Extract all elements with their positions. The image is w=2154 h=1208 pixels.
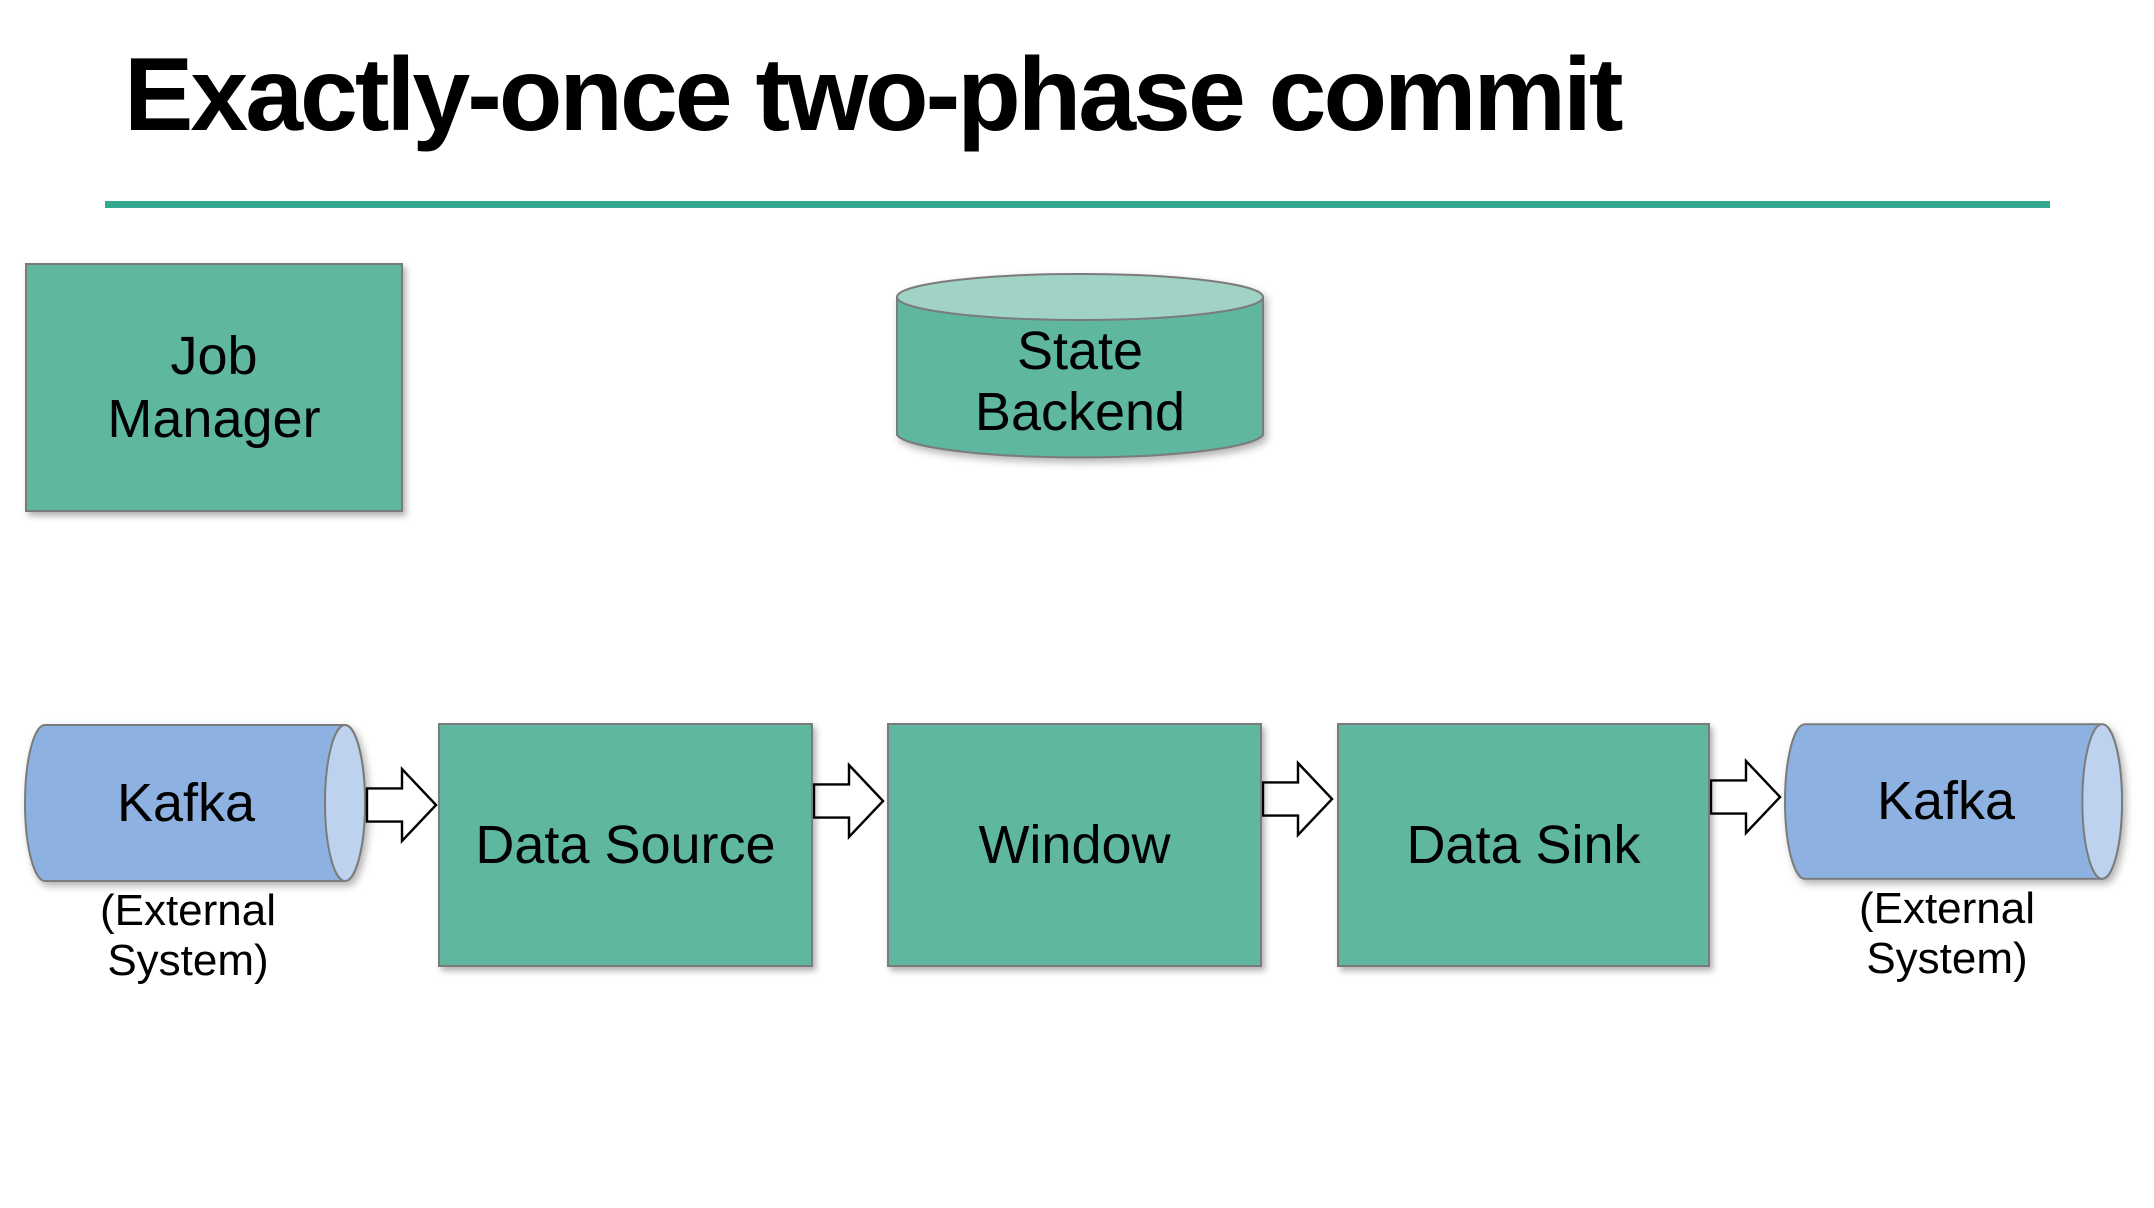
state-backend-cylinder bbox=[896, 273, 1264, 459]
data-source-label: Data Source bbox=[475, 814, 776, 875]
job-manager-box: Job Manager bbox=[25, 263, 403, 512]
kafka-sink-note: (External System) bbox=[1858, 884, 2036, 983]
flow-arrow-icon bbox=[812, 761, 885, 841]
window-box: Window bbox=[887, 723, 1262, 967]
kafka-sink-cylinder bbox=[1784, 723, 2123, 880]
kafka-source-label: Kafka bbox=[116, 773, 256, 833]
data-source-box: Data Source bbox=[438, 723, 813, 967]
job-manager-label: Job Manager bbox=[107, 325, 321, 449]
page-title: Exactly-once two-phase commit bbox=[124, 37, 1624, 153]
flow-arrow-icon bbox=[1261, 759, 1334, 839]
data-sink-label: Data Sink bbox=[1406, 814, 1641, 875]
kafka-source-note: (External System) bbox=[99, 886, 277, 985]
title-underline bbox=[105, 201, 2050, 208]
state-backend-label: State Backend bbox=[974, 321, 1186, 442]
window-label: Window bbox=[978, 814, 1171, 875]
kafka-source-cylinder bbox=[24, 724, 366, 882]
flow-arrow-icon bbox=[365, 765, 438, 845]
kafka-sink-label: Kafka bbox=[1876, 771, 2016, 831]
flow-arrow-icon bbox=[1709, 757, 1782, 837]
data-sink-box: Data Sink bbox=[1337, 723, 1710, 967]
